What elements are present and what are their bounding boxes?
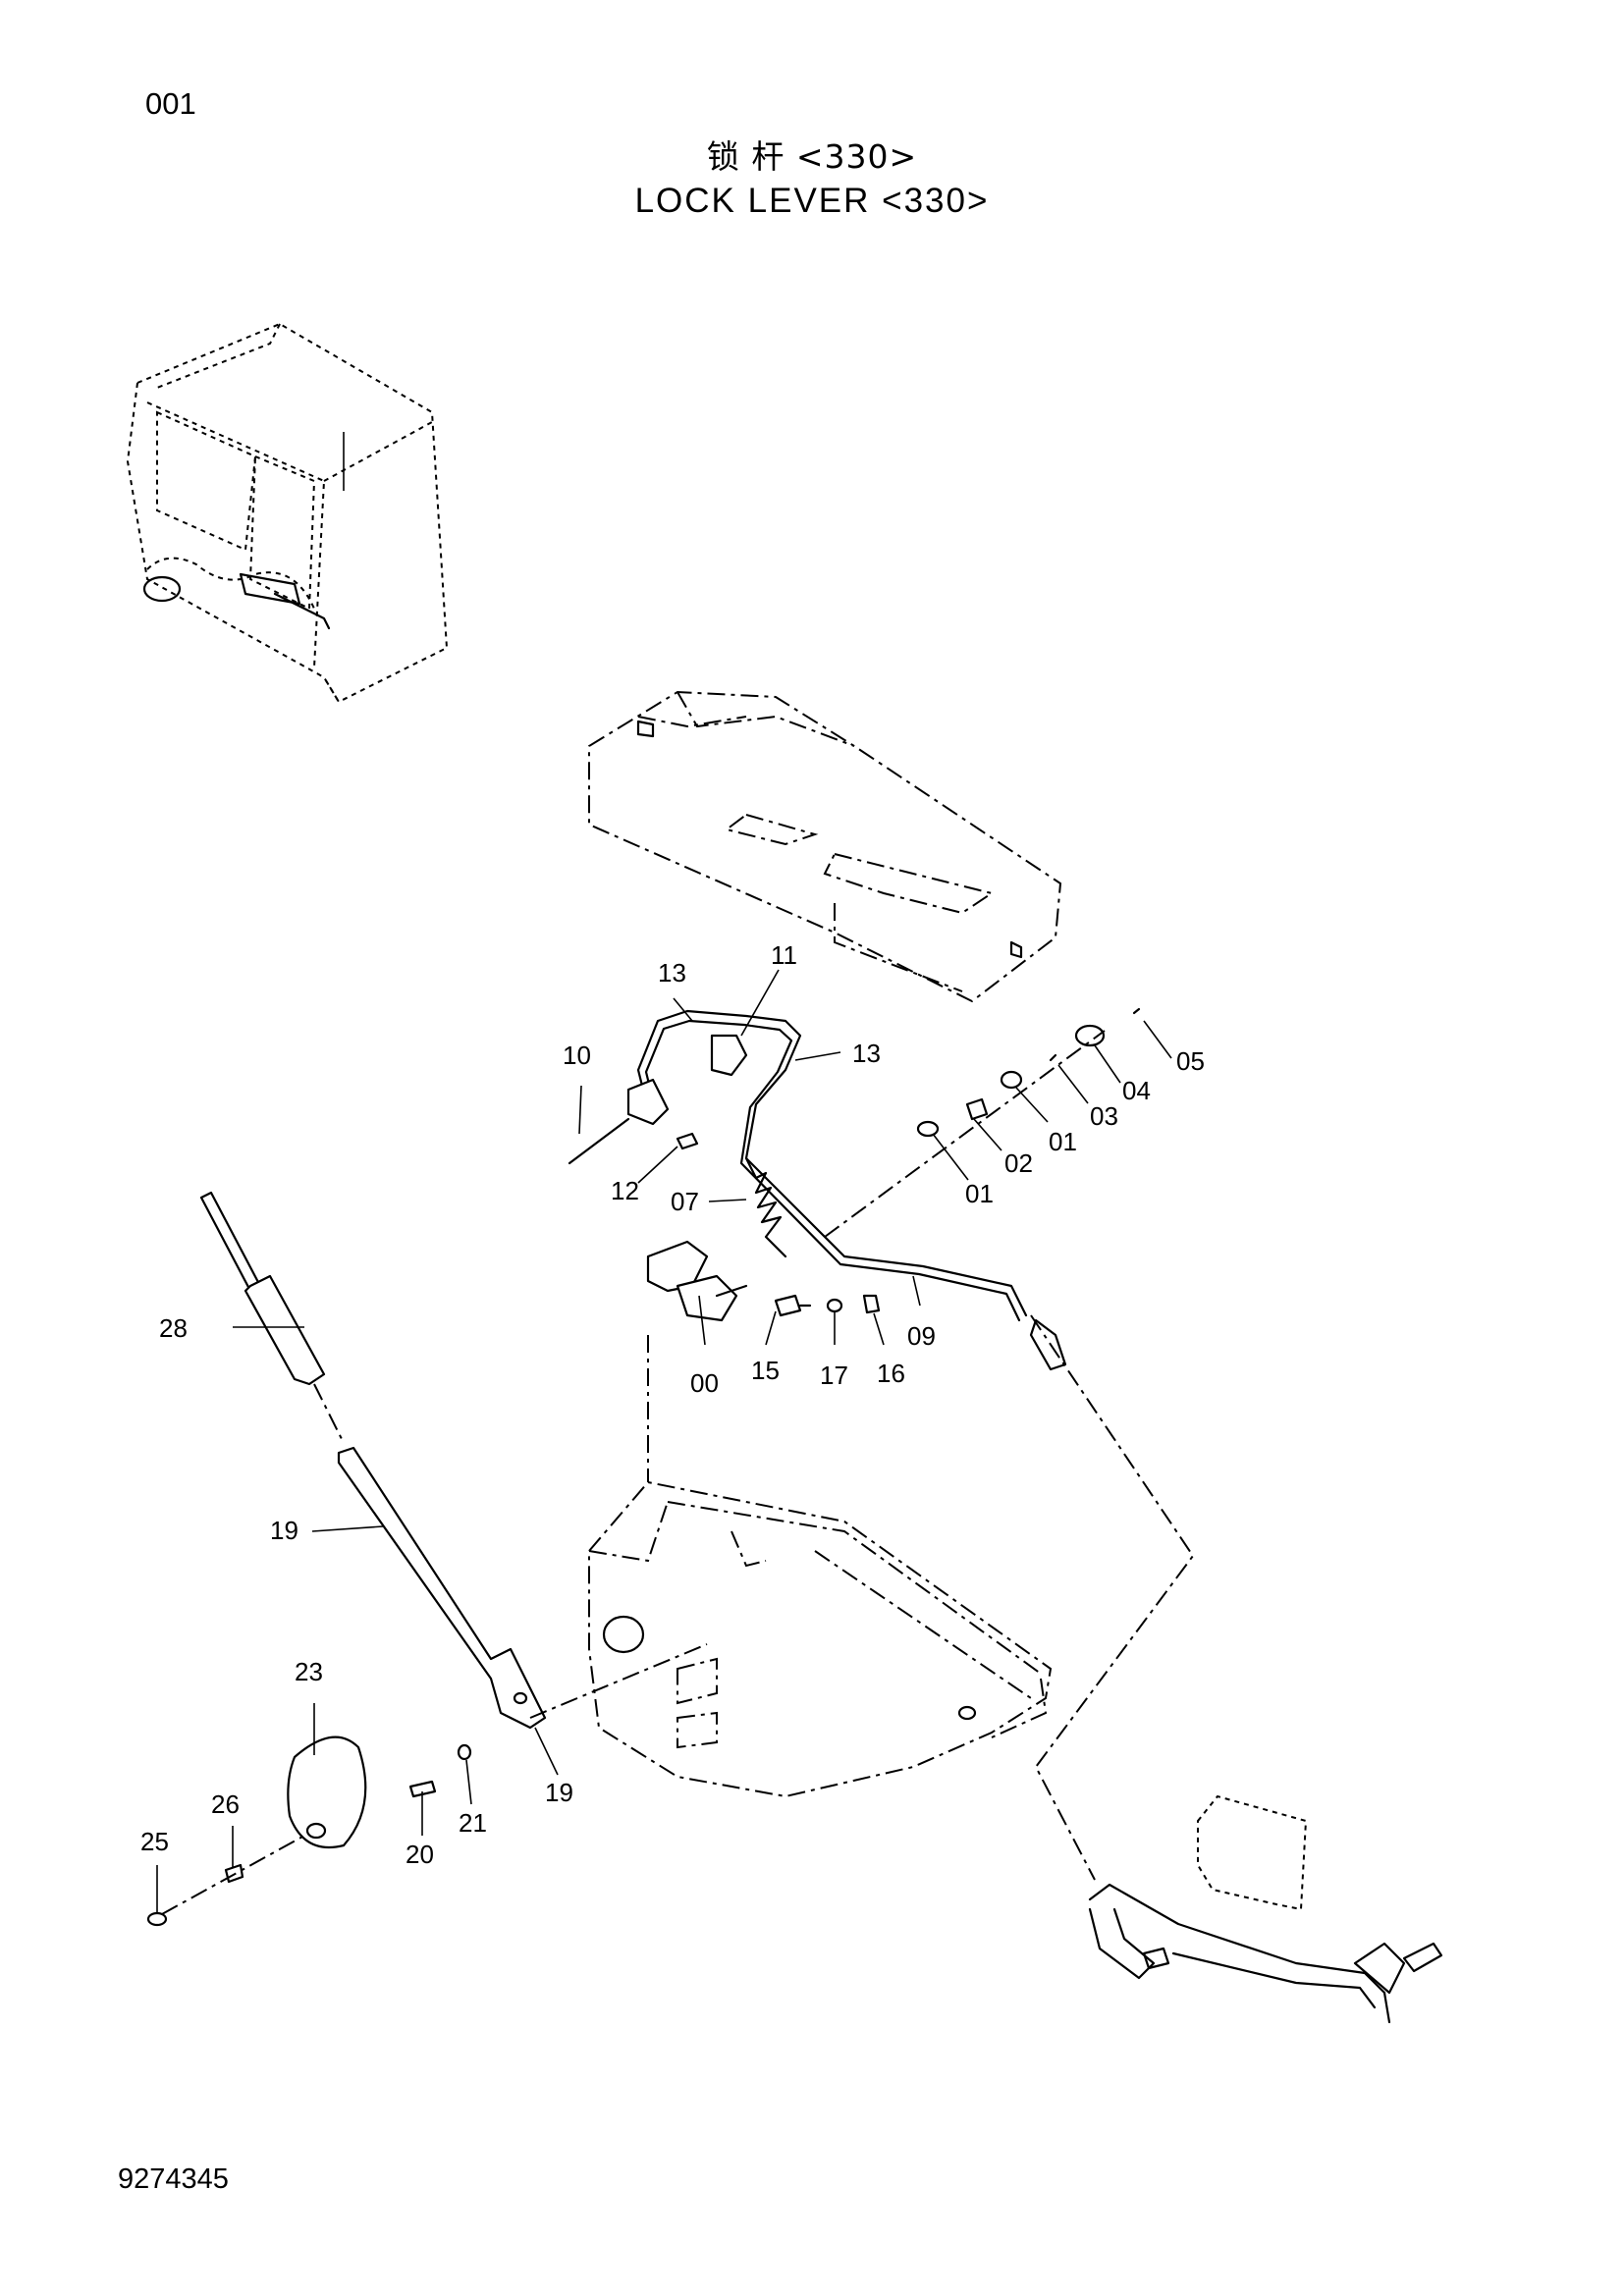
callout-label: 09: [907, 1321, 936, 1351]
callout-label: 04: [1122, 1076, 1151, 1105]
callout-label: 05: [1176, 1046, 1205, 1076]
callout-label: 20: [406, 1840, 434, 1869]
callout-label: 03: [1090, 1101, 1118, 1131]
callout-label: 01: [1049, 1127, 1077, 1156]
callout-label: 21: [459, 1808, 487, 1838]
callout-label: 12: [611, 1176, 639, 1205]
callout-label: 10: [563, 1041, 591, 1070]
lower-cover-illustration: [588, 1335, 1053, 1798]
cab-overview-illustration: [126, 322, 449, 704]
callout-label: 11: [771, 940, 797, 970]
callout-label: 19: [545, 1778, 573, 1807]
callout-label: 25: [140, 1827, 169, 1856]
callout-label: 28: [159, 1313, 188, 1343]
callout-label: 16: [877, 1359, 905, 1388]
callout-label: 13: [852, 1039, 881, 1068]
title-chinese: 锁 杆 <330>: [706, 137, 918, 176]
callout-label: 02: [1004, 1148, 1033, 1178]
page-number: 001: [145, 86, 196, 121]
small-hardware-illustration: [824, 1007, 1141, 1238]
title-english: LOCK LEVER <330>: [634, 182, 990, 220]
callout-label: 19: [270, 1516, 298, 1545]
lever-bracket-illustration: [1030, 1314, 1443, 2024]
callout-label: 01: [965, 1179, 994, 1208]
callout-labels: 13 11 13 10 12 07 05 04 03 01 02 01 09 0…: [140, 940, 1205, 1869]
callout-label: 26: [211, 1789, 240, 1819]
callout-label: 17: [820, 1361, 848, 1390]
console-cover-illustration: [588, 690, 1062, 1003]
lock-body-illustration: [646, 1156, 881, 1322]
callout-label: 23: [295, 1657, 323, 1686]
lock-lever-illustration: [146, 1191, 708, 1927]
callout-label: 00: [690, 1368, 719, 1398]
callout-leader-lines: [156, 969, 1172, 1912]
callout-label: 07: [671, 1187, 699, 1216]
harness-and-switch-illustration: [568, 1009, 1067, 1371]
callout-label: 15: [751, 1356, 780, 1385]
callout-label: 13: [658, 958, 686, 988]
document-number: 9274345: [118, 2163, 229, 2195]
